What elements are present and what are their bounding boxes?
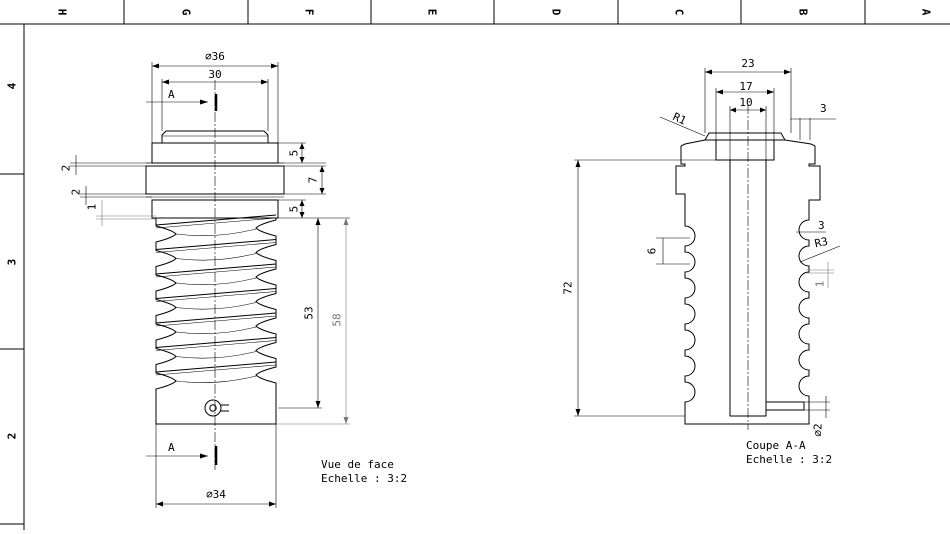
thread-root-line: [175, 302, 257, 310]
thread-body: [155, 214, 277, 400]
section-body: [675, 139, 821, 425]
row-label-2: 2: [6, 433, 19, 440]
dim-phi36: ⌀36: [205, 50, 225, 63]
thread-flight-line: [155, 340, 277, 351]
thread-flight-line: [155, 337, 277, 348]
thread-root-line: [175, 351, 257, 359]
thread-flight-line: [155, 239, 277, 250]
dim-6: 6: [646, 248, 659, 255]
dim-17: 17: [739, 80, 752, 93]
thread-root-line: [175, 375, 257, 383]
thread-root-line: [175, 326, 257, 334]
dim-r1: R1: [671, 110, 689, 127]
front-caption-line2: Echelle : 3:2: [321, 472, 407, 485]
column-label-a: A: [920, 9, 933, 16]
thread-flight-line: [155, 242, 277, 253]
front-view: A A ⌀36 30 5 7 5: [60, 50, 407, 508]
thread-flight-line: [155, 291, 277, 302]
column-label-f: F: [303, 9, 316, 16]
row-label-4: 4: [6, 82, 19, 89]
thread-right-profile: [255, 218, 277, 398]
dim-58: 58: [331, 313, 344, 326]
thread-flight-line: [155, 361, 277, 373]
thread-root-line: [175, 228, 257, 236]
dim-10: 10: [739, 96, 752, 109]
dim-7: 7: [307, 177, 320, 184]
column-label-h: H: [56, 9, 69, 16]
pin-hole: [204, 399, 222, 417]
dim-2-b: 2: [70, 189, 83, 196]
thread-flight-line: [155, 217, 277, 229]
dim-5-bottom: 5: [288, 206, 301, 213]
thread-flight-line: [155, 312, 277, 324]
dim-phi2: ⌀2: [812, 423, 825, 436]
column-label-e: E: [426, 9, 439, 16]
dim-23: 23: [741, 57, 754, 70]
dim-3-top: 3: [820, 102, 827, 115]
thread-flight-line: [155, 364, 277, 376]
thread-root-line: [175, 253, 257, 261]
thread-left-profile: [155, 218, 177, 400]
section-caption-line1: Coupe A-A: [746, 439, 806, 452]
section-label-a-bottom: A: [168, 441, 175, 454]
thread-flight-line: [155, 315, 277, 327]
thread-flight-line: [155, 263, 277, 275]
dim-3-mid: 3: [818, 219, 825, 232]
section-view: 23 17 10 3 R1 3 R3 1 6: [562, 57, 841, 466]
column-label-d: D: [550, 9, 563, 16]
dim-5-top: 5: [288, 150, 301, 157]
front-caption-line1: Vue de face: [321, 458, 394, 471]
dim-r3: R3: [813, 235, 829, 250]
column-label-g: G: [180, 9, 193, 16]
dim-1: 1: [86, 204, 99, 211]
dim-53: 53: [303, 306, 316, 319]
thread-root-line: [175, 277, 257, 285]
dim-72: 72: [562, 281, 575, 294]
column-label-b: B: [797, 9, 810, 16]
section-label-a-top: A: [168, 88, 175, 101]
thread-flight-line: [155, 214, 277, 226]
thread-flight-line: [155, 288, 277, 299]
dim-1-section: 1: [814, 281, 827, 288]
thread-flight-line: [155, 266, 277, 278]
dim-phi34: ⌀34: [206, 488, 226, 501]
dim-30: 30: [208, 68, 221, 81]
column-label-c: C: [673, 9, 686, 16]
section-caption-line2: Echelle : 3:2: [746, 453, 832, 466]
dim-2-a: 2: [60, 165, 73, 172]
row-label-3: 3: [6, 259, 19, 266]
